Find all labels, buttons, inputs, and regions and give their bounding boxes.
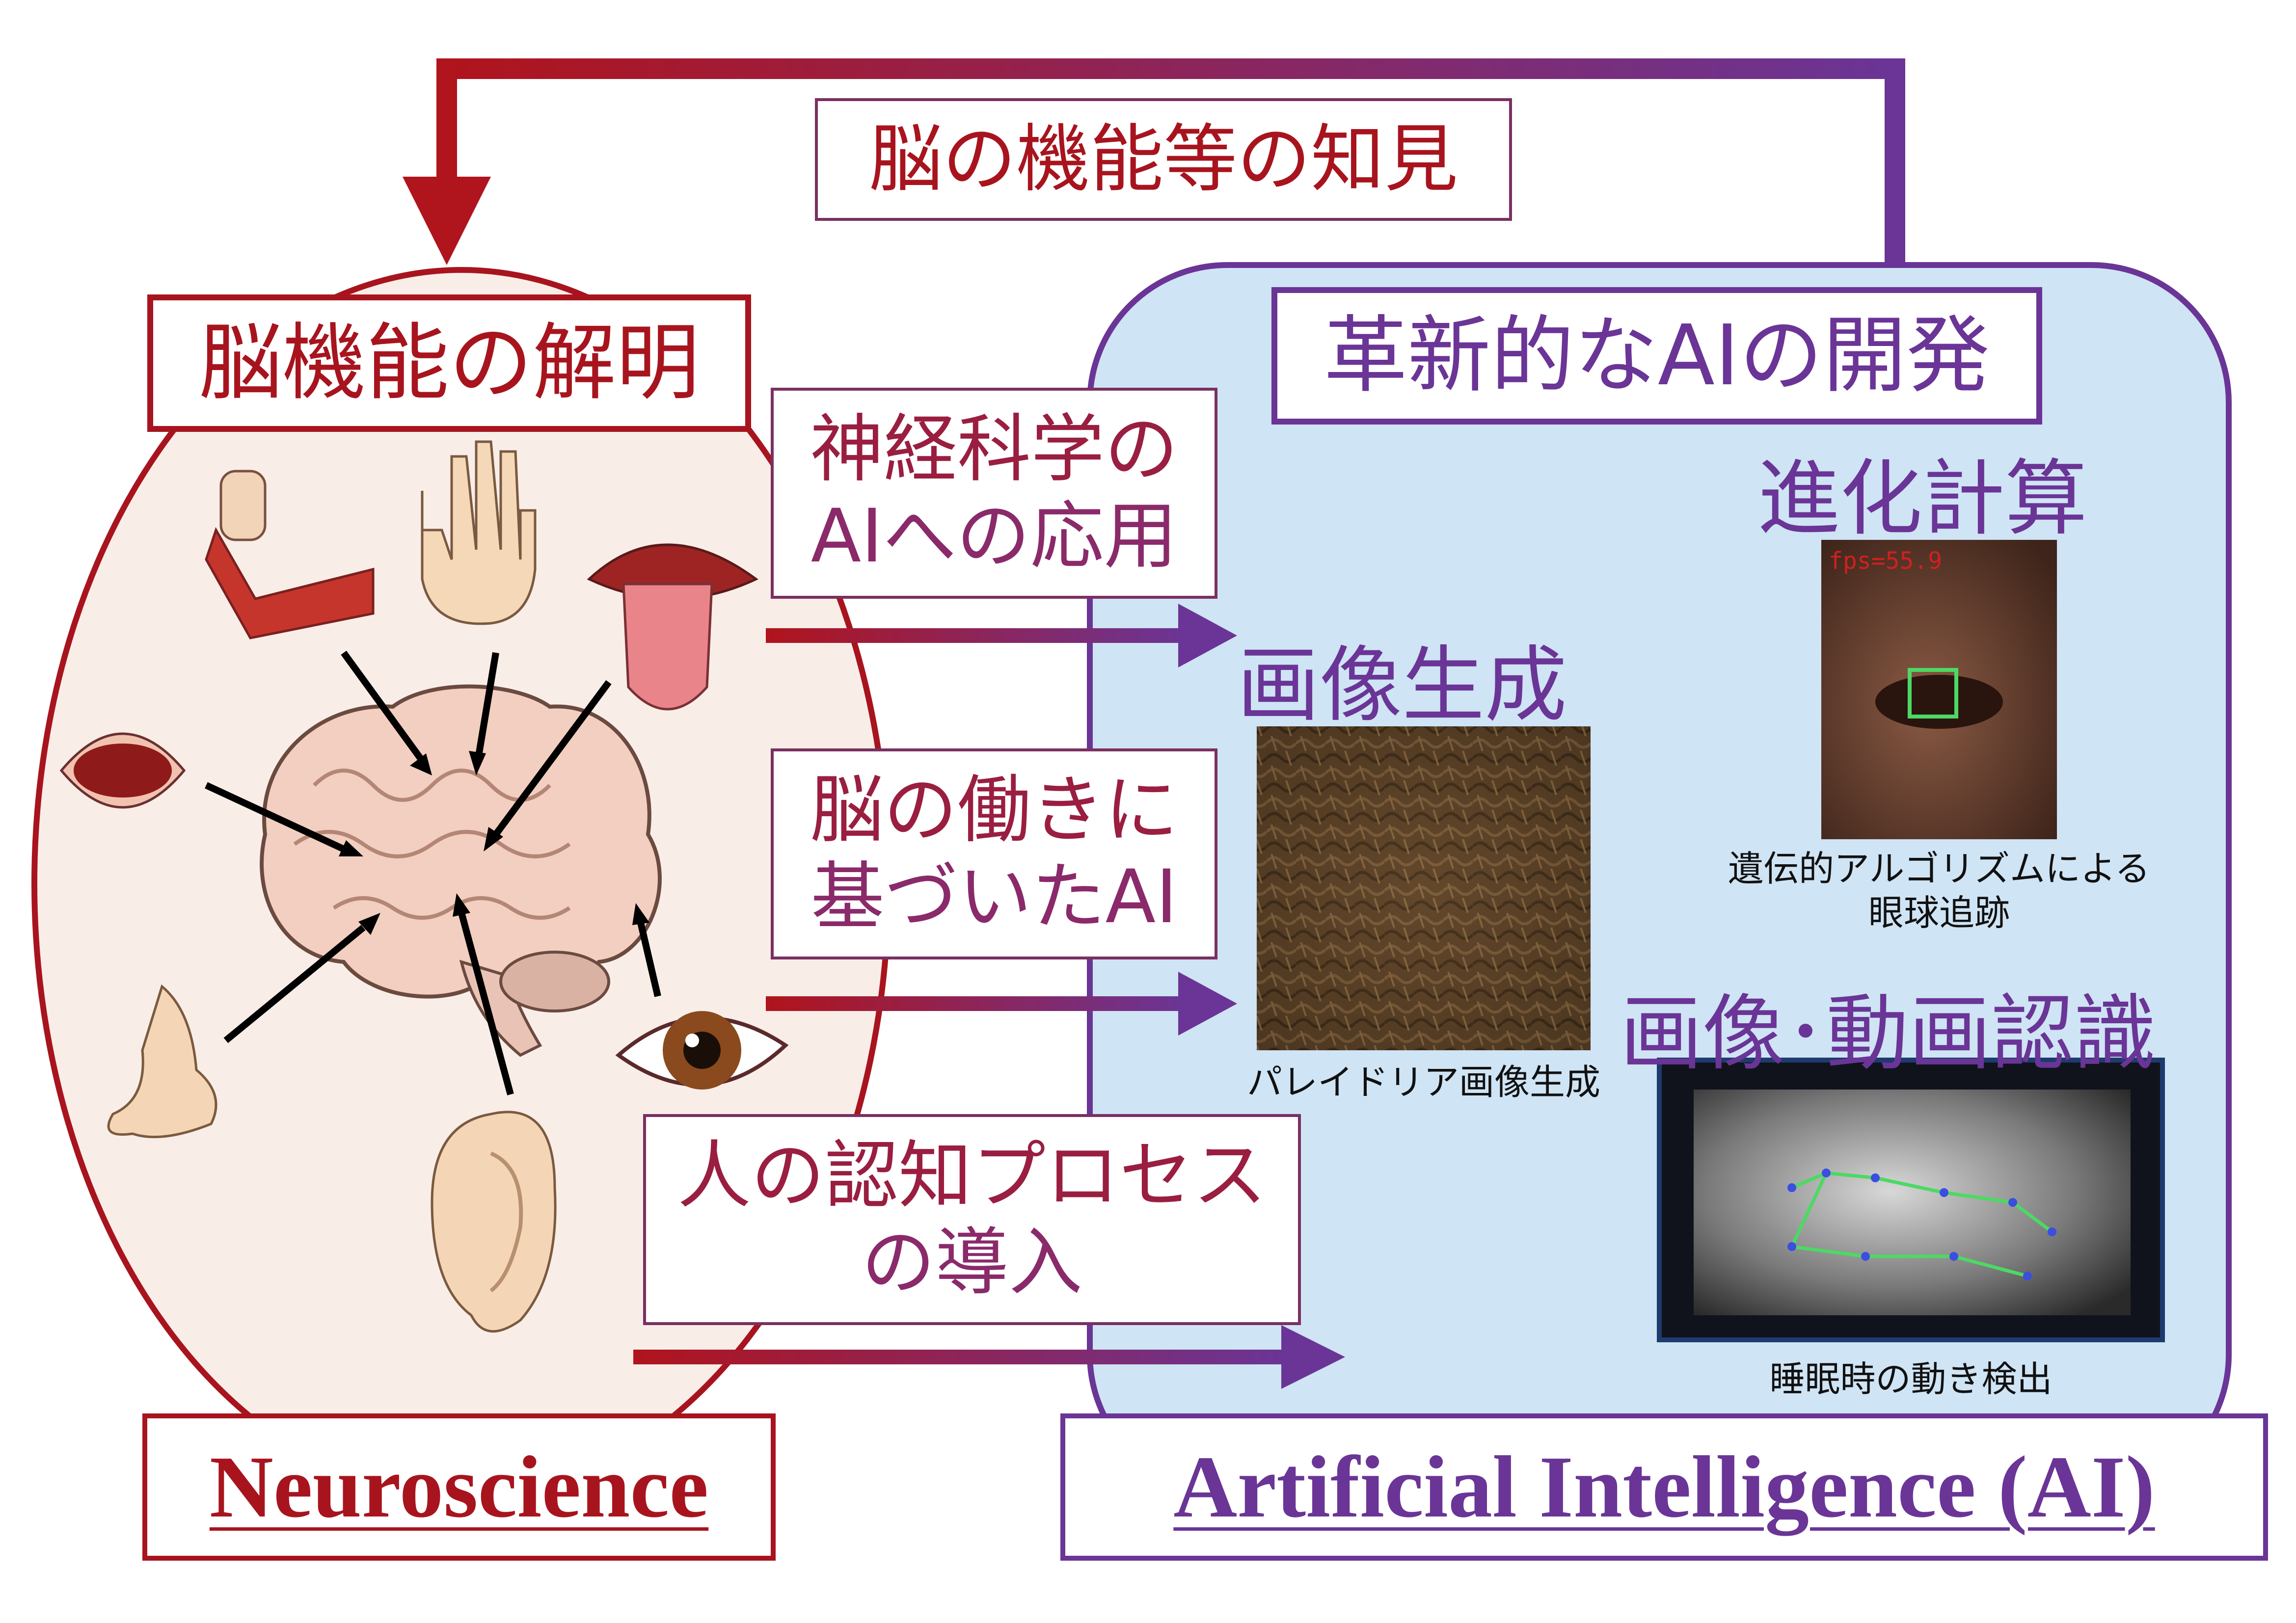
caption-generation: パレイドリア画像生成 — [1246, 1062, 1600, 1103]
neuroscience-title-box: 脳機能の解明 — [147, 294, 751, 432]
caption-evolutionary: 遺伝的アルゴリズムによる 眼球追跡 — [1689, 847, 2189, 935]
feedback-label-box: 脳の機能等の知見 — [815, 98, 1512, 221]
feedback-label: 脳の機能等の知見 — [868, 116, 1458, 202]
bridge-label-1: 神経科学の AIへの応用 — [771, 388, 1217, 599]
pose-skeleton — [1791, 1171, 2053, 1233]
tongue-illustration — [587, 543, 758, 711]
heading-generation: 画像生成 — [1237, 637, 1567, 733]
neuroscience-footer: Neuroscience — [209, 1437, 709, 1536]
heading-evolutionary: 進化計算 — [1757, 451, 2087, 547]
bridge-2-line2: 基づいたAI — [810, 854, 1178, 940]
bridge-1-line1: 神経科学の — [810, 407, 1178, 492]
mouth-illustration — [59, 732, 186, 809]
feedback-arrow — [436, 58, 1905, 265]
bridge-3-line2: の導入 — [861, 1220, 1082, 1305]
hand-illustration — [421, 440, 537, 625]
bridge-label-3: 人の認知プロセス の導入 — [643, 1114, 1301, 1325]
bridge-label-2: 脳の働きに 基づいたAI — [771, 748, 1217, 959]
arm-muscle-illustration — [205, 470, 375, 639]
bridge-arrow-2 — [766, 972, 1237, 1036]
nose-illustration — [107, 984, 217, 1139]
bridge-1-line2: AIへの応用 — [810, 494, 1178, 579]
ai-footer: Artificial Intelligence (AI) — [1173, 1437, 2155, 1536]
fps-overlay: fps=55.9 — [1829, 547, 1943, 575]
eye-illustration — [615, 1011, 789, 1090]
ai-footer-box: Artificial Intelligence (AI) — [1060, 1413, 2268, 1561]
ear-illustration — [431, 1111, 557, 1333]
tracking-box — [1908, 668, 1958, 718]
caption-evolutionary-line1: 遺伝的アルゴリズムによる — [1728, 848, 2150, 889]
bridge-2-line1: 脳の働きに — [810, 768, 1178, 853]
caption-evolutionary-line2: 眼球追跡 — [1868, 892, 2010, 933]
heading-recognition: 画像･動画認識 — [1620, 985, 2156, 1082]
bridge-arrow-1 — [766, 604, 1237, 667]
feedback-arrowhead — [403, 177, 491, 265]
caption-recognition: 睡眠時の動き検出 — [1769, 1358, 2053, 1400]
neuroscience-footer-box: Neuroscience — [142, 1413, 776, 1561]
ai-title: 革新的なAIの開発 — [1324, 307, 1990, 404]
neuroscience-title: 脳機能の解明 — [198, 314, 700, 412]
ai-title-box: 革新的なAIの開発 — [1271, 287, 2042, 425]
bridge-arrow-3 — [633, 1325, 1345, 1389]
sensory-arrows — [205, 650, 661, 1095]
bridge-3-line1: 人の認知プロセス — [677, 1133, 1267, 1219]
